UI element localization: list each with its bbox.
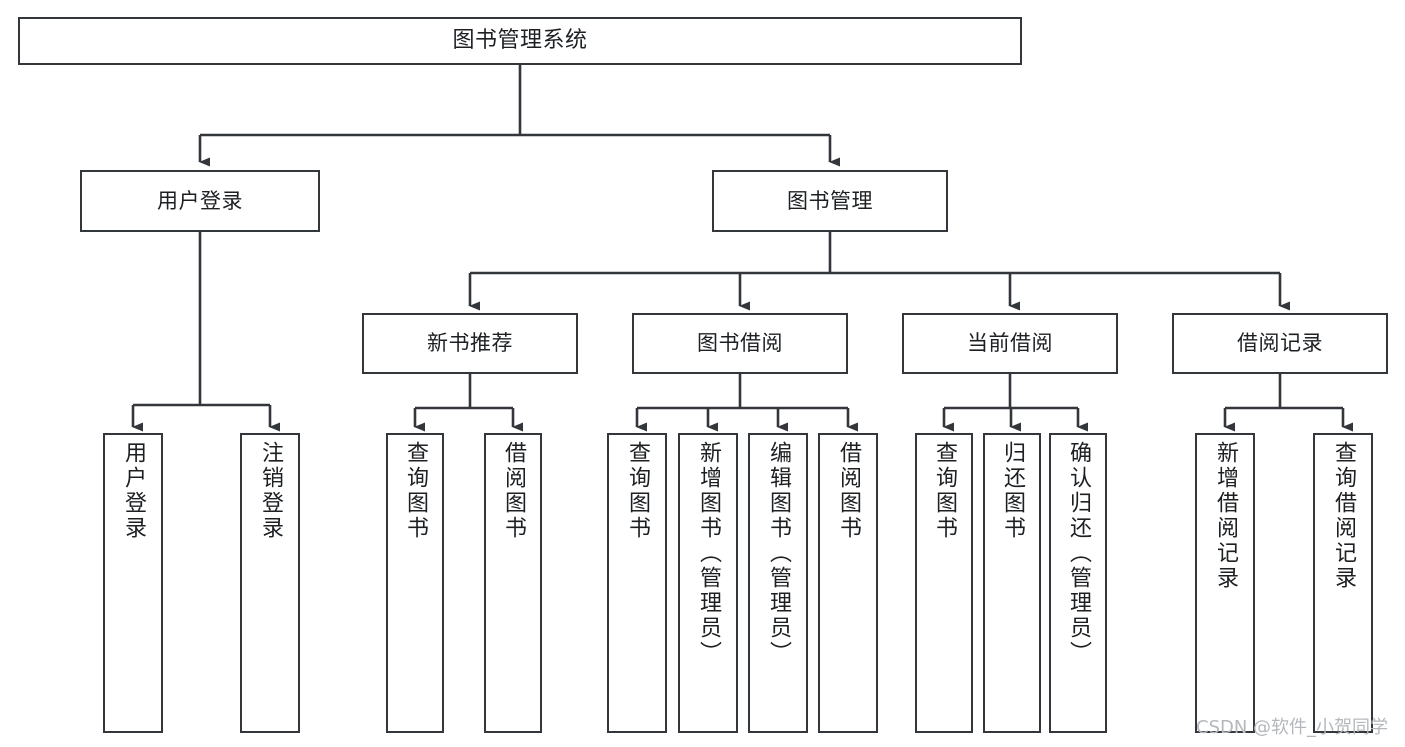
node-borrow-record[interactable]: 借阅记录 bbox=[1172, 313, 1388, 374]
leaf-confirm-return[interactable]: 确认归还（管理员） bbox=[1049, 433, 1107, 733]
leaf-edit-book-label: 编辑图书（管理员） bbox=[766, 441, 791, 666]
node-book-borrow[interactable]: 图书借阅 bbox=[632, 313, 848, 374]
node-current-borrow[interactable]: 当前借阅 bbox=[902, 313, 1118, 374]
leaf-user-login[interactable]: 用户登录 bbox=[103, 433, 163, 733]
leaf-borrow-book-1-label: 借阅图书 bbox=[501, 441, 526, 541]
node-borrow-record-label: 借阅记录 bbox=[1237, 331, 1323, 356]
leaf-query-borrow-record-label: 查询借阅记录 bbox=[1331, 441, 1356, 591]
leaf-query-borrow-record[interactable]: 查询借阅记录 bbox=[1313, 433, 1373, 733]
node-user-login-label: 用户登录 bbox=[157, 188, 243, 213]
leaf-add-borrow-record-label: 新增借阅记录 bbox=[1213, 441, 1238, 591]
leaf-borrow-book-1[interactable]: 借阅图书 bbox=[484, 433, 542, 733]
node-new-book-recommend[interactable]: 新书推荐 bbox=[362, 313, 578, 374]
leaf-query-book-2[interactable]: 查询图书 bbox=[607, 433, 667, 733]
leaf-query-book-3-label: 查询图书 bbox=[932, 441, 957, 541]
leaf-query-book-1-label: 查询图书 bbox=[403, 441, 428, 541]
leaf-logout-login[interactable]: 注销登录 bbox=[240, 433, 300, 733]
leaf-user-login-label: 用户登录 bbox=[121, 441, 146, 541]
node-book-management-label: 图书管理 bbox=[787, 188, 873, 213]
leaf-query-book-1[interactable]: 查询图书 bbox=[386, 433, 444, 733]
leaf-add-book[interactable]: 新增图书（管理员） bbox=[678, 433, 738, 733]
leaf-return-book[interactable]: 归还图书 bbox=[983, 433, 1041, 733]
node-book-borrow-label: 图书借阅 bbox=[697, 331, 783, 356]
node-current-borrow-label: 当前借阅 bbox=[967, 331, 1053, 356]
node-user-login[interactable]: 用户登录 bbox=[80, 170, 320, 232]
leaf-query-book-3[interactable]: 查询图书 bbox=[915, 433, 973, 733]
leaf-borrow-book-2-label: 借阅图书 bbox=[836, 441, 861, 541]
leaf-add-book-label: 新增图书（管理员） bbox=[696, 441, 721, 666]
leaf-edit-book[interactable]: 编辑图书（管理员） bbox=[748, 433, 808, 733]
node-book-management[interactable]: 图书管理 bbox=[712, 170, 948, 232]
leaf-return-book-label: 归还图书 bbox=[1000, 441, 1025, 541]
leaf-logout-login-label: 注销登录 bbox=[258, 441, 283, 541]
leaf-borrow-book-2[interactable]: 借阅图书 bbox=[818, 433, 878, 733]
node-root-system-label: 图书管理系统 bbox=[452, 28, 588, 54]
leaf-confirm-return-label: 确认归还（管理员） bbox=[1066, 441, 1091, 666]
leaf-add-borrow-record[interactable]: 新增借阅记录 bbox=[1195, 433, 1255, 733]
node-root-system[interactable]: 图书管理系统 bbox=[18, 17, 1022, 65]
leaf-query-book-2-label: 查询图书 bbox=[625, 441, 650, 541]
node-new-book-recommend-label: 新书推荐 bbox=[427, 331, 513, 356]
